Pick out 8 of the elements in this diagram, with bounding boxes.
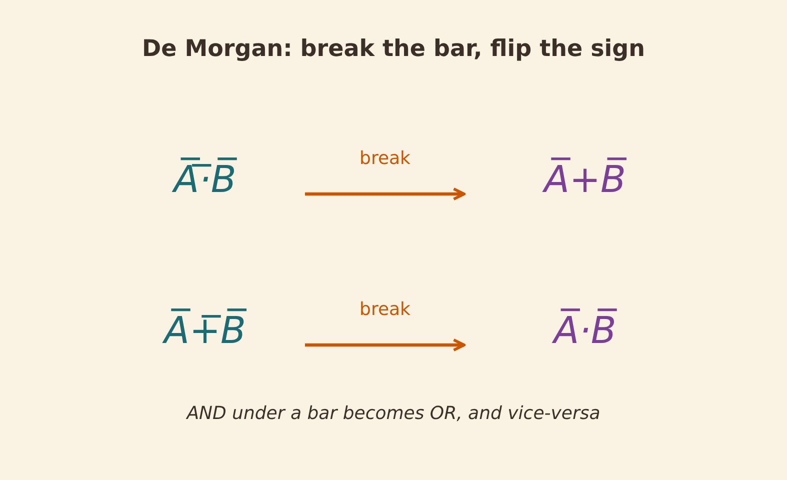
- boolean-expression: A̅·̅B̅: [174, 156, 236, 203]
- boolean-expression: A̅·B̅: [554, 308, 616, 354]
- arrow: [305, 338, 466, 352]
- caption: AND under a bar becomes OR, and vice-versa: [185, 403, 602, 424]
- boolean-expression: A̅+̅B̅: [164, 308, 246, 354]
- title: De Morgan: break the bar, flip the sign: [141, 36, 646, 62]
- boolean-expression: A̅+B̅: [544, 156, 626, 203]
- arrow: [305, 187, 466, 201]
